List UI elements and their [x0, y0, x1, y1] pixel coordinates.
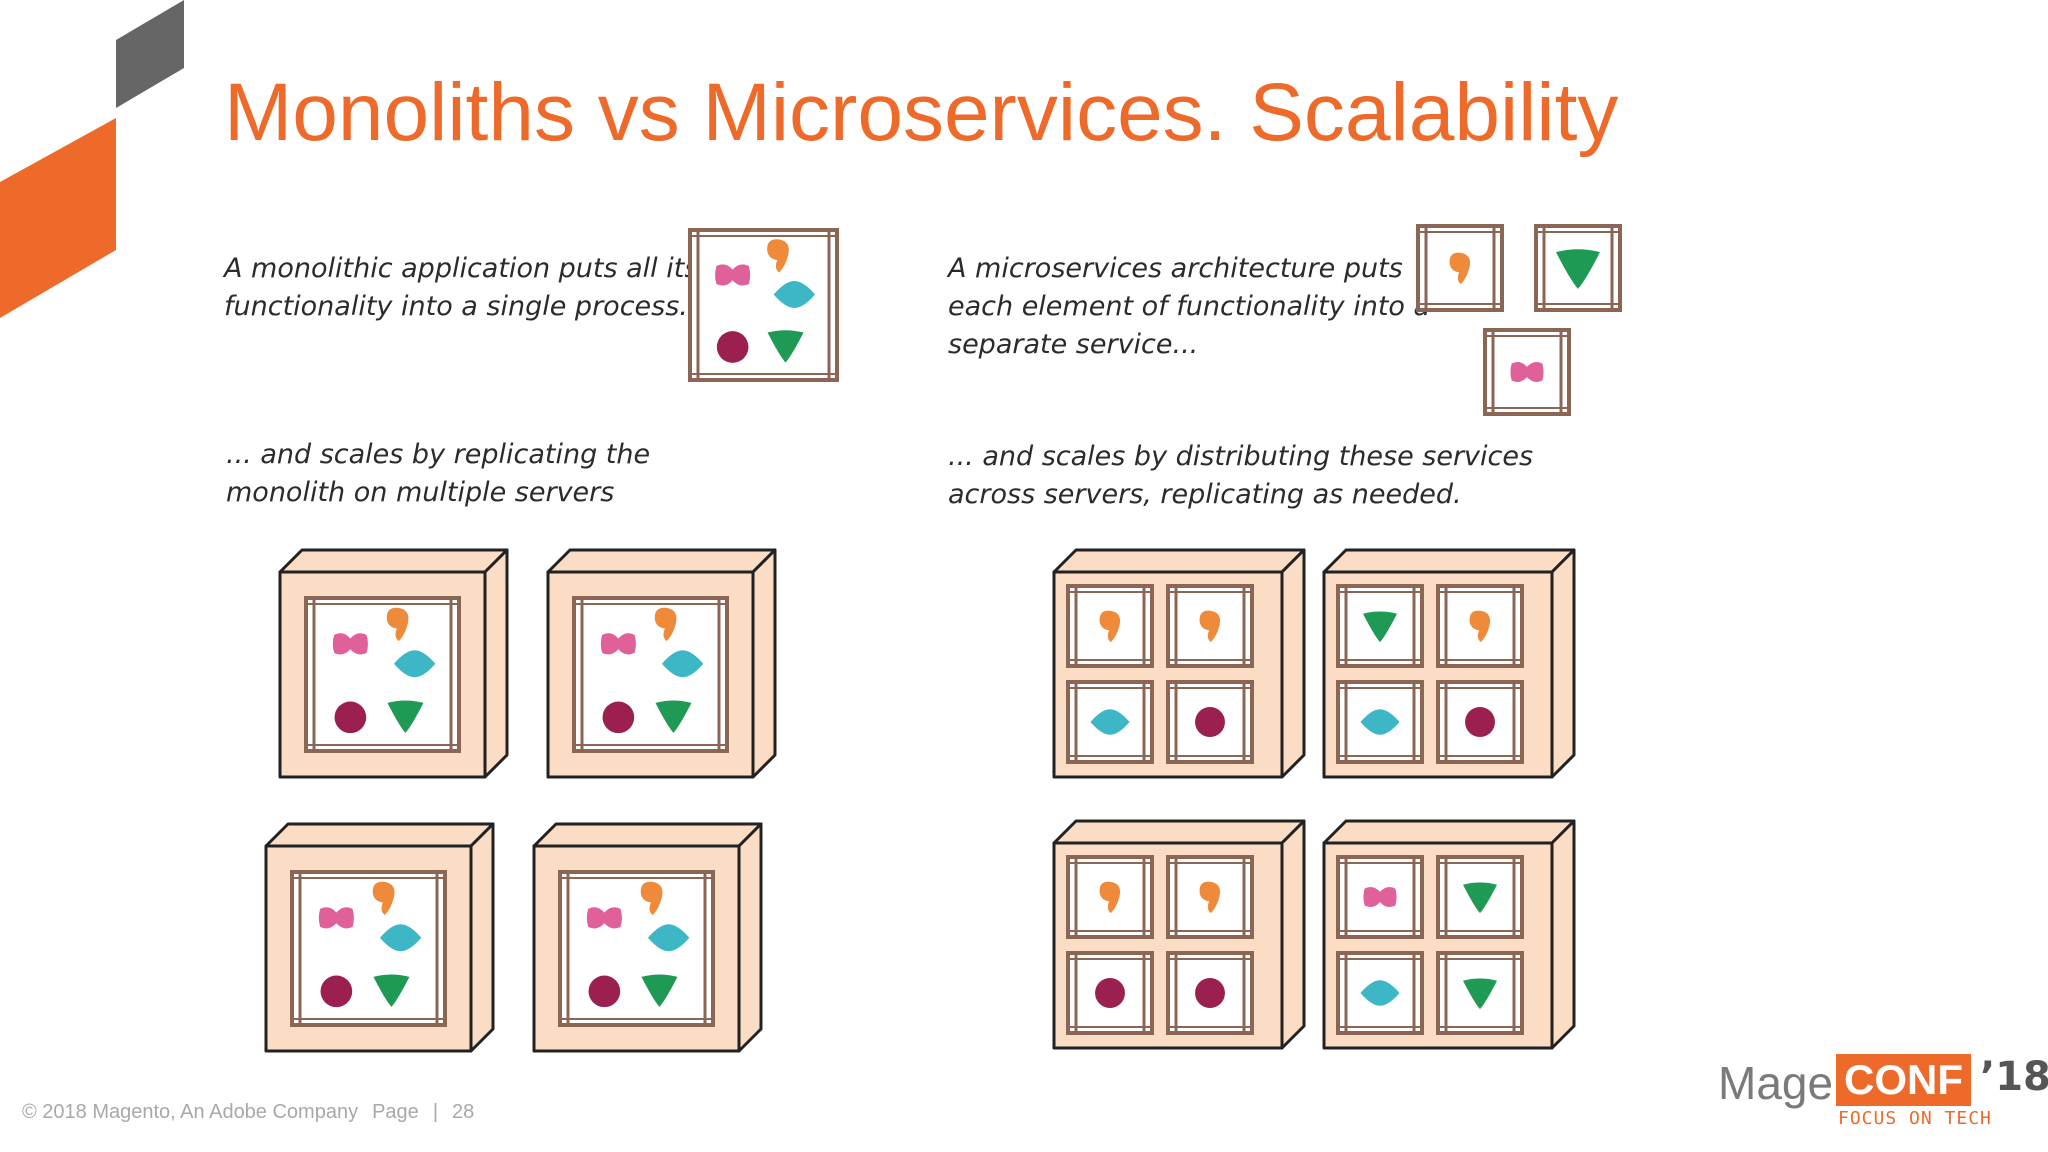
maroon-circle-shape: [588, 975, 621, 1008]
monolith-frame: [572, 596, 729, 753]
frame-border: [688, 228, 839, 382]
server-top-face: [1322, 819, 1576, 845]
frame-border: [572, 596, 729, 753]
server-top-face: [264, 822, 495, 848]
frame-border: [1336, 951, 1424, 1035]
orange-blob-shape: [1199, 881, 1221, 914]
green-shield-shape: [1463, 882, 1497, 914]
server-side-face: [1280, 548, 1306, 779]
page-separator: |: [432, 1101, 439, 1123]
pink-bowtie-shape: [1363, 886, 1397, 908]
green-shield-shape: [767, 330, 804, 363]
frame-border: [290, 870, 447, 1027]
service-frame: [1336, 951, 1424, 1035]
maroon-circle-shape: [1465, 707, 1495, 737]
pink-bowtie-shape: [1510, 361, 1544, 383]
teal-diamond-shape: [1090, 709, 1130, 735]
slide-title: Monoliths vs Microservices. Scalability: [224, 67, 1619, 158]
maroon-circle-shape: [716, 331, 749, 363]
microservices-scale-text: ... and scales by distributing these ser…: [948, 441, 1534, 510]
frame-border: [304, 596, 461, 753]
service-frame: [1166, 584, 1254, 668]
orange-blob-shape: [1099, 881, 1121, 914]
logo-year-text: ’18: [1980, 1054, 2048, 1100]
pink-bowtie-shape: [586, 907, 622, 929]
green-shield-shape: [1463, 978, 1497, 1010]
maroon-circle-shape: [1195, 707, 1225, 737]
server-side-face: [751, 548, 777, 779]
monolith-intro-text: A monolithic application puts all its fu…: [224, 253, 706, 322]
maroon-circle-shape: [1195, 978, 1225, 1008]
frame-border: [1336, 855, 1424, 939]
page-number: 28: [452, 1101, 475, 1123]
server-top-face: [1052, 548, 1306, 574]
frame-border: [558, 870, 715, 1027]
orange-blob-shape: [1449, 252, 1471, 285]
server-top-face: [546, 548, 777, 574]
server-top-face: [1052, 819, 1306, 845]
green-shield-shape: [1556, 249, 1600, 289]
service-frame: [1336, 855, 1424, 939]
corner-orange-shape: [0, 118, 116, 318]
server-side-face: [1550, 819, 1576, 1050]
mageconf-logo: Mage CONF ’18 FOCUS ON TECH: [1718, 1052, 2048, 1134]
server-top-face: [1322, 548, 1576, 574]
server-top-face: [532, 822, 763, 848]
microservices-intro-text: A microservices architecture puts each e…: [948, 253, 1430, 360]
orange-blob-shape: [372, 881, 395, 916]
server-side-face: [737, 822, 763, 1053]
server-top-face: [278, 548, 509, 574]
orange-blob-shape: [386, 607, 409, 642]
teal-diamond-shape: [1360, 709, 1400, 735]
teal-diamond-shape: [773, 281, 816, 308]
frame-border: [1066, 855, 1154, 939]
page-label: Page: [372, 1101, 419, 1123]
monolith-frame: [558, 870, 715, 1027]
service-frame: [1436, 680, 1524, 764]
pink-bowtie-shape: [318, 907, 354, 929]
pink-bowtie-shape: [715, 264, 751, 286]
maroon-circle-shape: [1095, 978, 1125, 1008]
corner-gray-shape: [116, 0, 184, 108]
teal-diamond-shape: [647, 924, 690, 952]
pink-bowtie-shape: [332, 633, 368, 655]
orange-blob-shape: [1099, 610, 1121, 643]
monolith-frame: [304, 596, 461, 753]
orange-blob-shape: [767, 239, 789, 273]
maroon-circle-shape: [602, 701, 635, 734]
maroon-circle-shape: [320, 975, 353, 1008]
logo-tagline: FOCUS ON TECH: [1838, 1108, 1992, 1129]
teal-diamond-shape: [393, 650, 436, 678]
server-side-face: [469, 822, 495, 1053]
logo-conf-text: CONF: [1836, 1054, 1971, 1106]
service-frame: [1066, 855, 1154, 939]
maroon-circle-shape: [334, 701, 367, 734]
server-side-face: [1550, 548, 1576, 779]
teal-diamond-shape: [379, 924, 422, 952]
pink-bowtie-shape: [600, 633, 636, 655]
green-shield-shape: [373, 974, 410, 1007]
corner-decoration: [0, 0, 184, 318]
server-side-face: [1280, 819, 1306, 1050]
orange-blob-shape: [1199, 610, 1221, 643]
teal-diamond-shape: [1360, 980, 1400, 1006]
green-shield-shape: [641, 974, 678, 1007]
monolith-scale-text: ... and scales by replicating the monoli…: [226, 439, 651, 508]
orange-blob-shape: [654, 607, 677, 642]
copyright-text: © 2018 Magento, An Adobe Company: [22, 1101, 359, 1123]
green-shield-shape: [387, 700, 424, 733]
green-shield-shape: [1363, 611, 1397, 643]
green-shield-shape: [655, 700, 692, 733]
footer: © 2018 Magento, An Adobe Company Page | 28: [22, 1101, 488, 1124]
orange-blob-shape: [1469, 610, 1491, 643]
server-side-face: [483, 548, 509, 779]
orange-blob-shape: [640, 881, 663, 916]
logo-mage-text: Mage: [1718, 1057, 1834, 1109]
teal-diamond-shape: [661, 650, 704, 678]
monolith-app-frame: [688, 228, 839, 382]
monolith-frame: [290, 870, 447, 1027]
